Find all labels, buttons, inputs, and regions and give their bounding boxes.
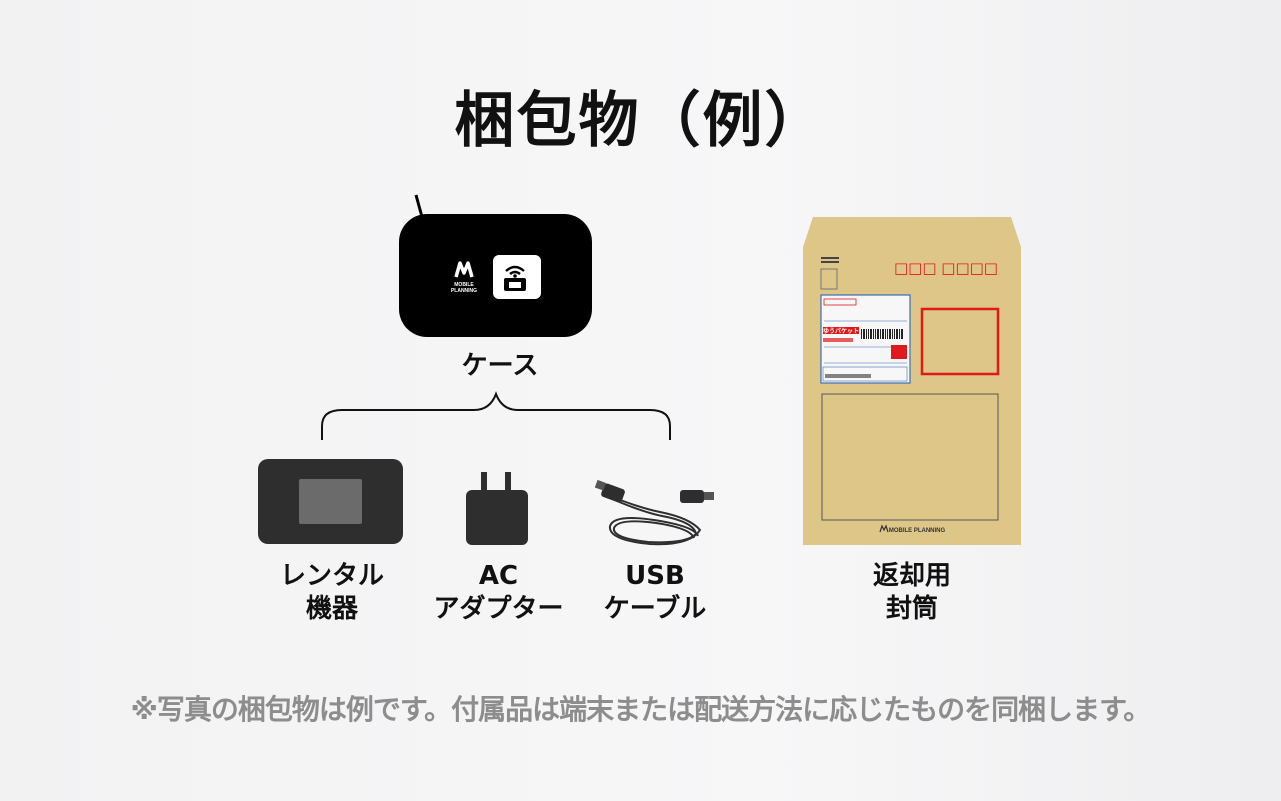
- wifi-router-icon: [493, 255, 541, 299]
- case-logo-line1: MOBILE: [454, 282, 474, 288]
- case-logo-line2: PLANNING: [451, 288, 477, 294]
- envelope-header-text: □□□ □□□□: [894, 259, 998, 277]
- usb-cable-icon: [594, 479, 714, 546]
- case-label: ケース: [461, 351, 539, 381]
- brace-connector: [321, 391, 671, 440]
- envelope-label: 返却用 封筒: [872, 561, 951, 624]
- footnote: ※写真の梱包物は例です。付属品は端末または配送方法に応じたものを同梱します。: [130, 693, 1152, 726]
- router-device-icon: [258, 459, 403, 544]
- page-title: 梱包物（例）: [454, 86, 827, 156]
- postage-label: ゆうパケット: [820, 294, 911, 384]
- stamp-box: [920, 307, 1000, 376]
- return-envelope-image: □□□ □□□□ ゆうパケット MOBILE PLANNING: [803, 217, 1021, 545]
- item-label-ac-adapter: AC アダプター: [433, 561, 564, 624]
- m-logo-icon: [454, 261, 474, 278]
- envelope-logo-text: MOBILE PLANNING: [889, 528, 946, 534]
- case-image: MOBILE PLANNING: [399, 194, 592, 337]
- sticker-title: ゆうパケット: [823, 327, 859, 335]
- item-label-usb-cable: USB ケーブル: [603, 561, 707, 624]
- item-label-rental-device: レンタル 機器: [279, 561, 384, 624]
- address-box: [821, 393, 999, 521]
- ac-adapter-icon: [466, 472, 528, 545]
